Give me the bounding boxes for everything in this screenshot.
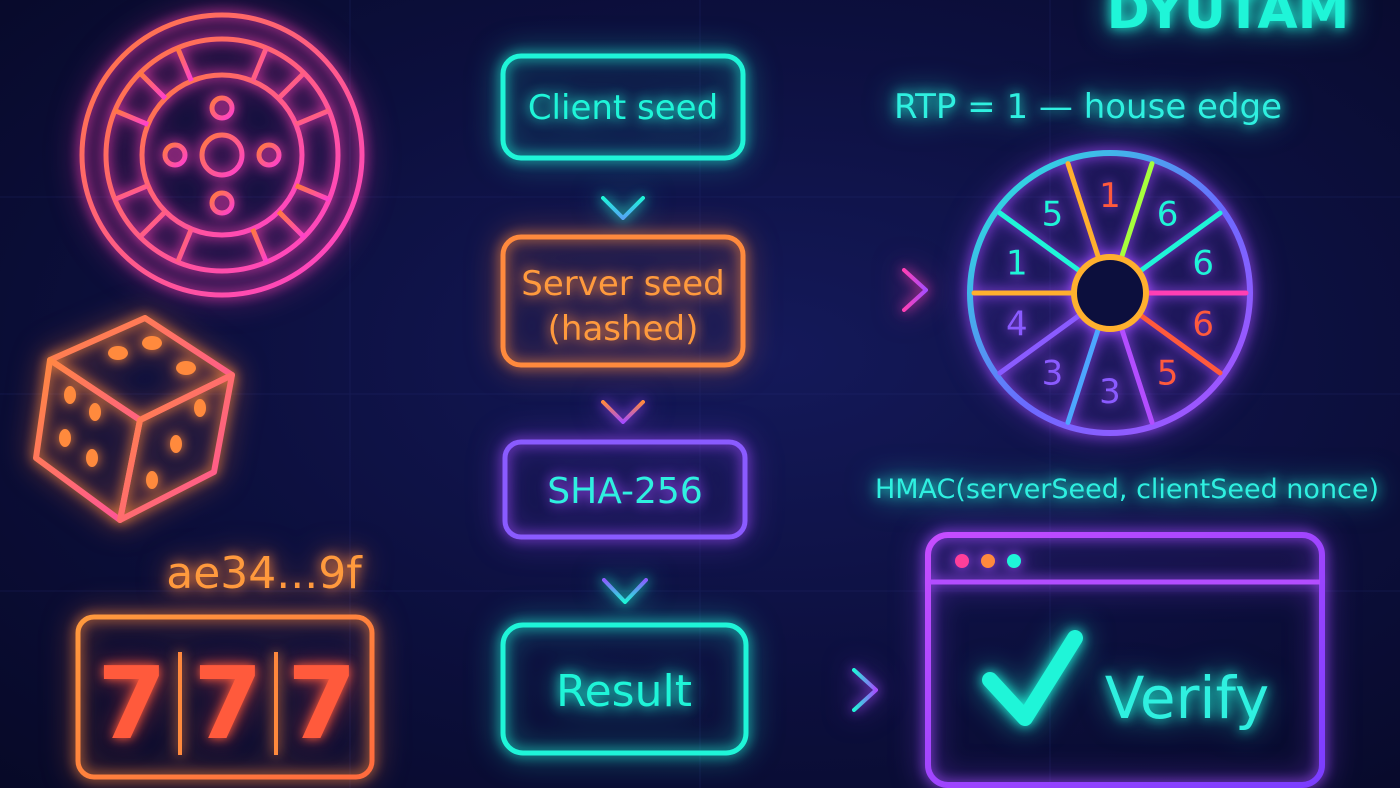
window-dot-orange <box>981 554 995 568</box>
slot-reels-icon <box>75 614 375 780</box>
slot-reel-2: 7 <box>193 645 263 762</box>
wheel-number: 1 <box>1099 176 1121 216</box>
roulette-spoke <box>276 71 306 101</box>
server-seed-node: Server seed (hashed) <box>500 234 746 368</box>
rtp-formula: RTP = 1 — house edge <box>894 87 1282 127</box>
result-label: Result <box>556 666 692 717</box>
server-seed-label-2: (hashed) <box>548 309 699 349</box>
wheel-spoke <box>1065 161 1101 260</box>
hash-example: ae34...9f <box>166 548 363 599</box>
wheel-spoke <box>1065 326 1101 425</box>
window-dot-cyan <box>1007 554 1021 568</box>
sha256-node: SHA-256 <box>502 439 748 540</box>
roulette-wheel-icon <box>79 12 365 298</box>
result-node: Result <box>500 622 749 756</box>
arrow-sha-to-result <box>602 538 648 604</box>
roulette-spoke <box>250 46 269 83</box>
wheel-spoke <box>1138 312 1223 376</box>
window-dot-red <box>955 554 969 568</box>
slot-reel-3: 7 <box>287 645 357 762</box>
server-seed-label-1: Server seed <box>521 264 724 304</box>
checkmark-icon <box>982 630 1083 726</box>
wheel-spoke <box>997 312 1082 376</box>
roulette-spoke <box>294 108 331 127</box>
roulette-spoke <box>175 46 194 83</box>
wheel-number: 5 <box>1042 195 1064 235</box>
dice-icon <box>33 315 235 523</box>
arrow-server-to-wheel <box>744 268 928 312</box>
roulette-spoke <box>175 227 194 264</box>
roulette-spoke <box>138 209 168 239</box>
roulette-spoke <box>113 183 150 202</box>
hmac-formula: HMAC(serverSeed, clientSeed nonce) <box>875 474 1379 505</box>
browser-window-icon <box>925 532 1325 788</box>
wheel-spoke <box>997 210 1082 274</box>
wheel-number: 5 <box>1157 353 1179 393</box>
roulette-spoke <box>250 227 269 264</box>
wheel-number: 6 <box>1157 195 1179 235</box>
wheel-number: 3 <box>1042 353 1064 393</box>
roulette-spoke <box>276 209 306 239</box>
wheel-spoke <box>1119 161 1155 260</box>
roulette-spoke <box>113 108 150 127</box>
wheel-number: 6 <box>1192 304 1214 344</box>
client-seed-label: Client seed <box>528 88 718 128</box>
verify-label: Verify <box>1105 664 1270 732</box>
sha256-label: SHA-256 <box>547 471 702 512</box>
wheel-number: 4 <box>1006 304 1028 344</box>
wheel-spoke <box>1119 326 1155 425</box>
arrow-result-to-verify <box>748 668 878 712</box>
slot-reel-values: 7 7 7 <box>97 645 357 762</box>
wheel-spoke <box>1138 210 1223 274</box>
wheel-number: 6 <box>1192 244 1214 284</box>
roulette-spoke <box>294 183 331 202</box>
brand-title: DYUTAM <box>1107 0 1350 41</box>
client-seed-node: Client seed <box>500 53 746 161</box>
wheel-number: 3 <box>1099 372 1121 412</box>
arrow-client-to-server <box>601 158 645 220</box>
verify-button[interactable]: Verify <box>982 630 1270 732</box>
slot-reel-1: 7 <box>97 645 167 762</box>
arrow-server-to-sha <box>601 366 645 424</box>
roulette-spoke <box>138 71 168 101</box>
wheel-number: 1 <box>1006 244 1028 284</box>
